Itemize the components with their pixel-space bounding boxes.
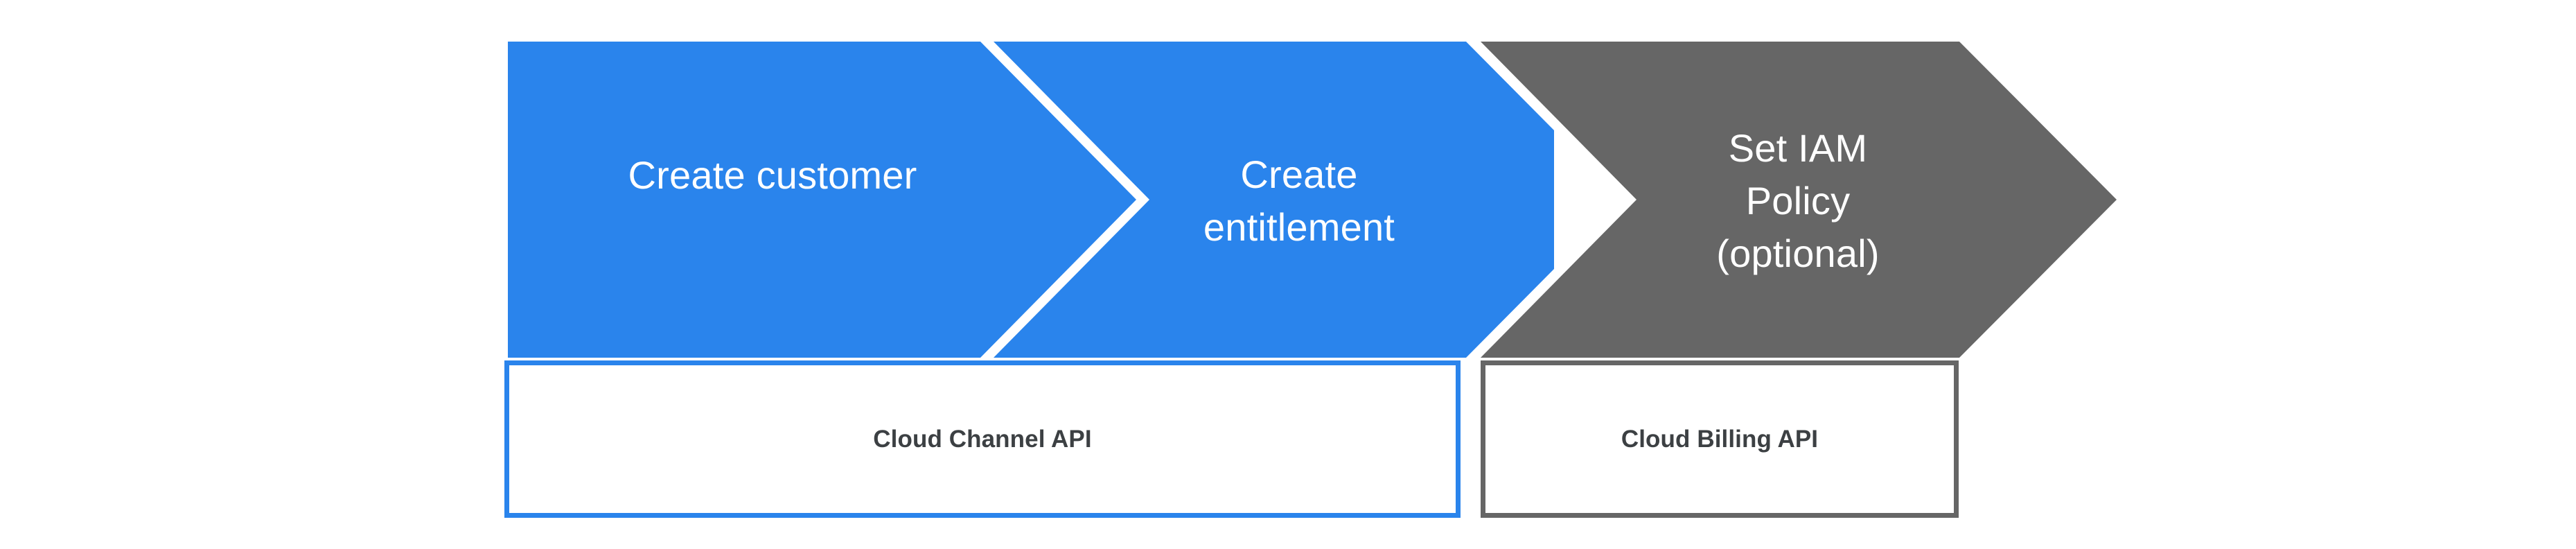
chevron-shape-set-iam-policy[interactable] xyxy=(1481,42,2117,358)
api-group-cloud-billing-api[interactable]: Cloud Billing API xyxy=(1481,360,1959,518)
chevron-shape-create-entitlement[interactable] xyxy=(994,42,1554,358)
api-group-cloud-channel-api[interactable]: Cloud Channel API xyxy=(504,360,1461,518)
api-group-label-cloud-billing-api: Cloud Billing API xyxy=(1621,425,1819,453)
api-group-label-cloud-channel-api: Cloud Channel API xyxy=(873,425,1092,453)
chevron-shape-create-customer[interactable] xyxy=(508,42,1136,358)
